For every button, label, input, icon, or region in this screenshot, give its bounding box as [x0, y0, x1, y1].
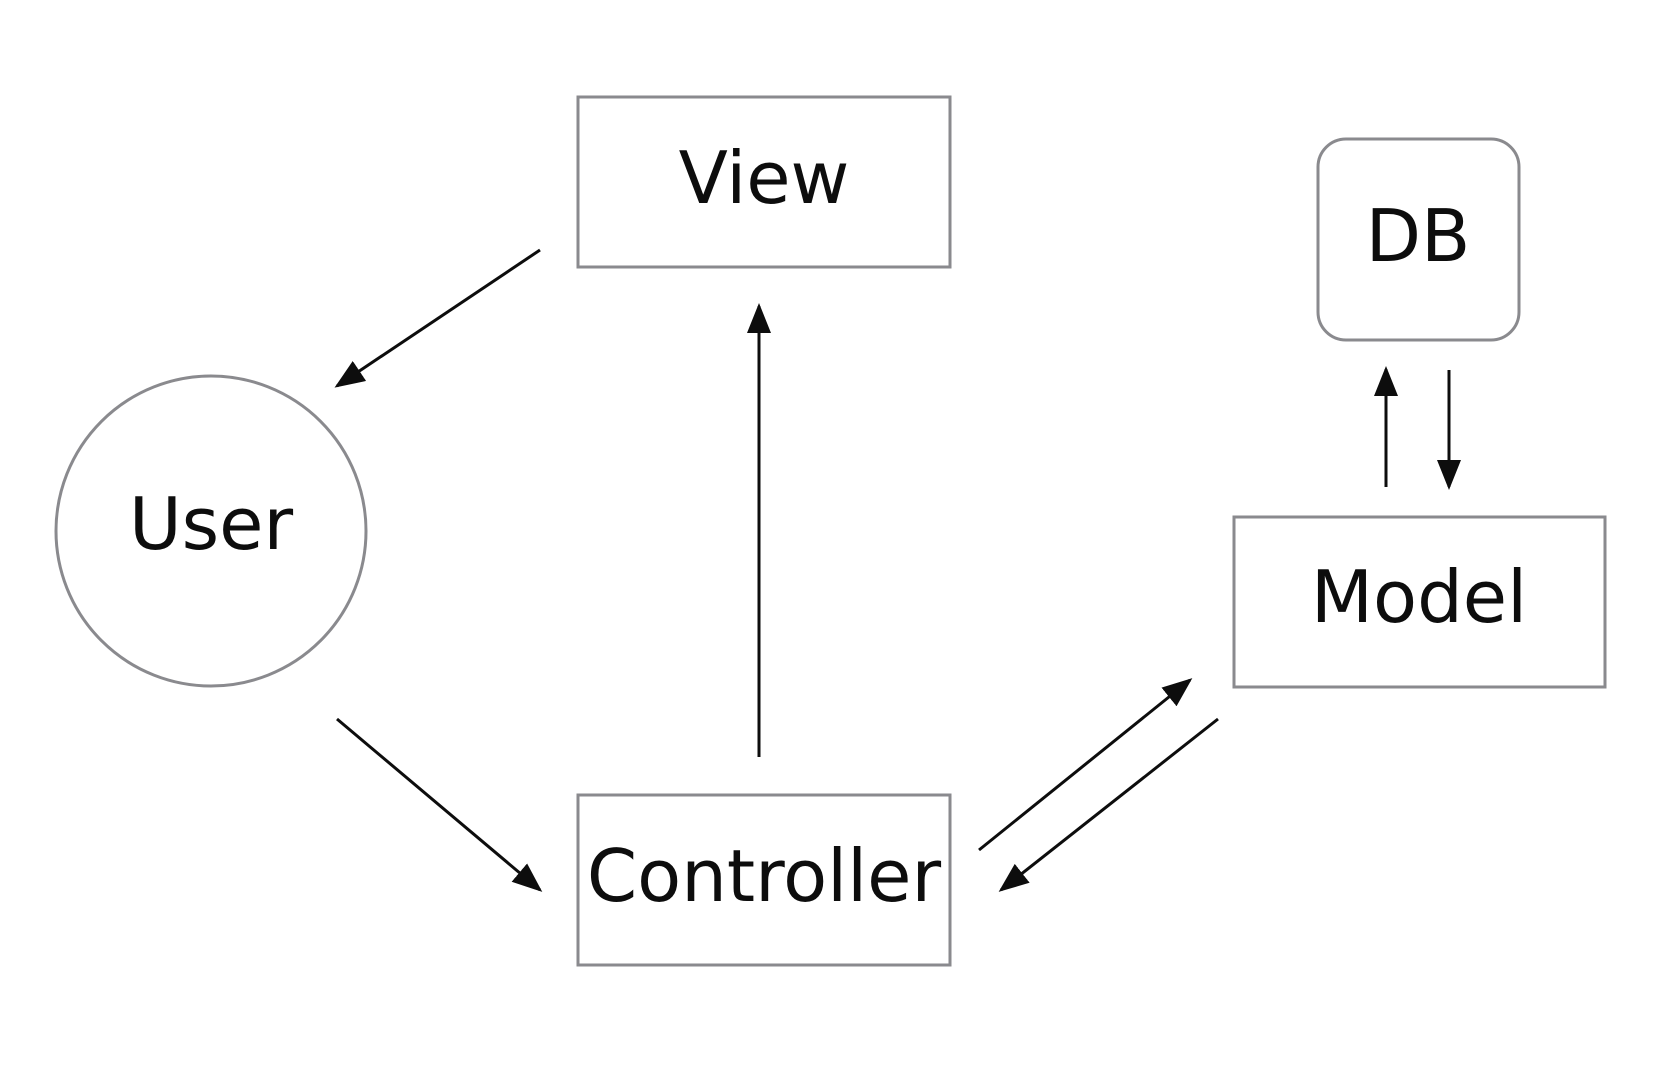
arrow-controller-to-model — [978, 678, 1193, 852]
user-label: User — [129, 482, 294, 566]
db-node: DB — [1316, 137, 1521, 342]
controller-box — [576, 793, 952, 967]
model-label: Model — [1311, 555, 1527, 639]
arrow-view-to-user — [334, 248, 541, 388]
controller-label: Controller — [587, 834, 942, 918]
arrow-user-to-controller — [336, 717, 543, 892]
view-box — [576, 95, 952, 269]
db-label: DB — [1366, 194, 1471, 278]
controller-node: Controller — [576, 793, 952, 967]
user-node: User — [54, 374, 368, 688]
db-box — [1316, 137, 1521, 342]
model-box — [1232, 515, 1607, 689]
view-label: View — [679, 136, 850, 220]
user-circle — [54, 374, 368, 688]
view-node: View — [576, 95, 952, 269]
model-node: Model — [1232, 515, 1607, 689]
arrow-model-to-controller — [998, 717, 1219, 892]
